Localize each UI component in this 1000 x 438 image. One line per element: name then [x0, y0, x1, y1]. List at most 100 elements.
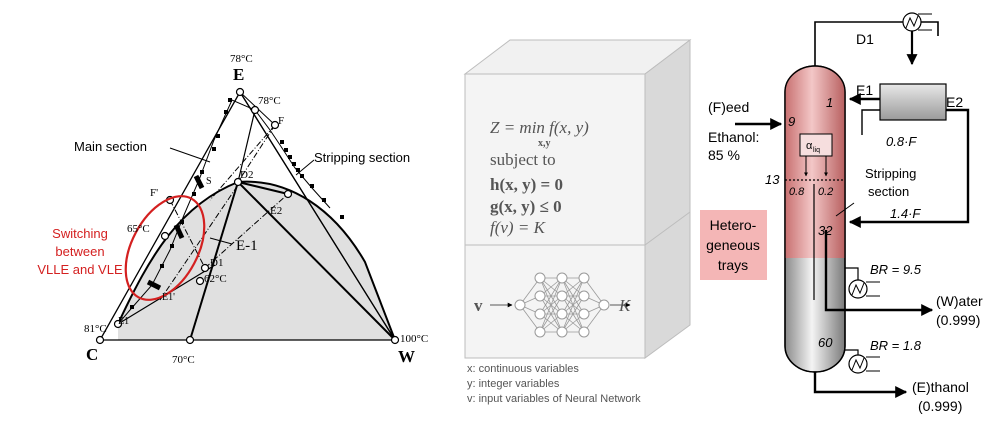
temp-d2: 78°C — [258, 95, 281, 107]
reboiler-top-coil — [851, 282, 865, 296]
cluster-low — [146, 279, 162, 291]
switching-label-2: between — [55, 244, 104, 259]
tray-markers-main — [130, 98, 232, 309]
mass-balance-3 — [169, 199, 206, 269]
reboiler-bot-line — [845, 349, 859, 356]
equality-constraint: h(x, y) = 0 — [490, 175, 563, 194]
stripping-section-label: Stripping section — [314, 150, 410, 165]
box-side — [644, 38, 691, 359]
legend-v: v: input variables of Neural Network — [467, 393, 641, 405]
vertex-w: W — [398, 347, 415, 366]
condenser-coolant — [918, 13, 932, 31]
temp-left: 65°C — [127, 223, 150, 235]
split-08: 0.8 — [789, 186, 805, 198]
label-e2: E2 — [270, 205, 282, 217]
ethanol-purity: (0.999) — [918, 398, 962, 414]
temp-c: 81°C — [84, 323, 107, 335]
objective-text: Z = min f(x, y) — [490, 118, 589, 137]
recycle-line — [861, 109, 880, 135]
alpha-label: α — [806, 140, 813, 152]
line-78-d2 — [237, 109, 256, 183]
hetero-label-1: Hetero- — [710, 217, 757, 233]
water-label: (W)ater — [936, 293, 983, 309]
alpha-sub: liq — [813, 147, 820, 154]
stripping-label-1: Stripping — [865, 166, 916, 181]
legend-y: y: integer variables — [467, 378, 560, 390]
label-d2: D2 — [240, 169, 253, 181]
nn-nodes — [514, 272, 610, 338]
stripping-pointer — [835, 202, 855, 217]
vertex-c: C — [86, 345, 98, 364]
condenser-coil — [905, 15, 919, 29]
reboiler-bottom-heat — [866, 356, 880, 372]
vlle-region — [118, 181, 395, 340]
switching-label-1: Switching — [52, 226, 108, 241]
tray-60: 60 — [818, 335, 833, 350]
ethanol-label: (E)thanol — [912, 379, 969, 395]
e1-label: E1 — [856, 82, 873, 98]
vertex-e: E — [233, 65, 244, 84]
label-e1prime: E1' — [162, 292, 175, 303]
legend-x: x: continuous variables — [467, 363, 579, 375]
ternary-diagram: 78°C E 78°C F S D2 E2 F' 65°C E-1 D1 62°… — [37, 53, 428, 366]
box-divider-side — [644, 211, 691, 246]
nn-input-label: v — [474, 296, 483, 315]
label-fprime: F' — [150, 187, 158, 199]
label-f: F — [278, 115, 284, 127]
switching-label-3: VLLE and VLE — [37, 262, 123, 277]
main-section-label: Main section — [74, 139, 147, 154]
hetero-section — [785, 66, 845, 258]
nn-constraint: f(v) = K — [490, 218, 547, 237]
label-e-minus-1: E-1 — [236, 238, 258, 254]
cluster-mid — [173, 223, 185, 240]
subject-to-text: subject to — [490, 150, 556, 169]
line-d2-70 — [189, 181, 239, 341]
ethanol-feed-label: Ethanol: — [708, 129, 759, 145]
tray-9: 9 — [788, 114, 795, 129]
e2-line — [848, 108, 970, 228]
feed-label: (F)eed — [708, 99, 749, 115]
br-bottom: BR = 1.8 — [870, 338, 922, 353]
hetero-label-3: trays — [718, 257, 748, 273]
tray-markers-stripping — [280, 140, 344, 219]
reboiler-top-heat — [866, 281, 880, 297]
label-e1: E1 — [118, 316, 129, 327]
recycle-ratio: 0.8·F — [886, 134, 917, 149]
temp-w: 100°C — [400, 333, 428, 345]
mass-balance-5 — [159, 181, 241, 301]
d1-label: D1 — [856, 31, 874, 47]
mass-balance-2 — [209, 124, 276, 201]
reboiler-top-line — [845, 267, 859, 280]
alpha-splitter — [799, 133, 833, 157]
tray-13: 13 — [765, 172, 780, 187]
column-schematic: D1 E1 E2 1 9 (F)eed Ethanol: 85 % 0.8·F … — [700, 12, 983, 414]
leader-e-1 — [209, 237, 233, 245]
temp-d1: 62°C — [204, 273, 227, 285]
cluster-s — [193, 174, 205, 190]
leader-stripping — [295, 159, 315, 176]
leader-main — [169, 147, 211, 163]
state-points — [95, 87, 400, 345]
water-purity: (0.999) — [936, 312, 980, 328]
label-s: S — [206, 176, 212, 187]
line-d2-w — [237, 181, 396, 341]
inequality-constraint: g(x, y) ≤ 0 — [490, 197, 562, 216]
decanter — [879, 83, 947, 121]
stripping-label-2: section — [868, 184, 909, 199]
line-d2-e2 — [237, 181, 289, 195]
ethanol-feed-pct: 85 % — [708, 147, 740, 163]
mass-balance-1 — [237, 124, 276, 183]
split-02: 0.2 — [818, 186, 833, 198]
temp-bottom: 70°C — [172, 354, 195, 366]
e2-label: E2 — [946, 94, 963, 110]
reboiler-bottom-coil — [851, 357, 865, 371]
ethanol-draw — [813, 372, 908, 398]
nn-output-label: K — [618, 296, 632, 315]
min-subscript: x,y — [538, 138, 551, 149]
temp-e: 78°C — [230, 53, 253, 65]
tray-1: 1 — [826, 95, 833, 110]
switching-ellipse — [124, 195, 206, 301]
mass-balance-4 — [204, 193, 289, 269]
label-d1: D1 — [210, 257, 223, 269]
